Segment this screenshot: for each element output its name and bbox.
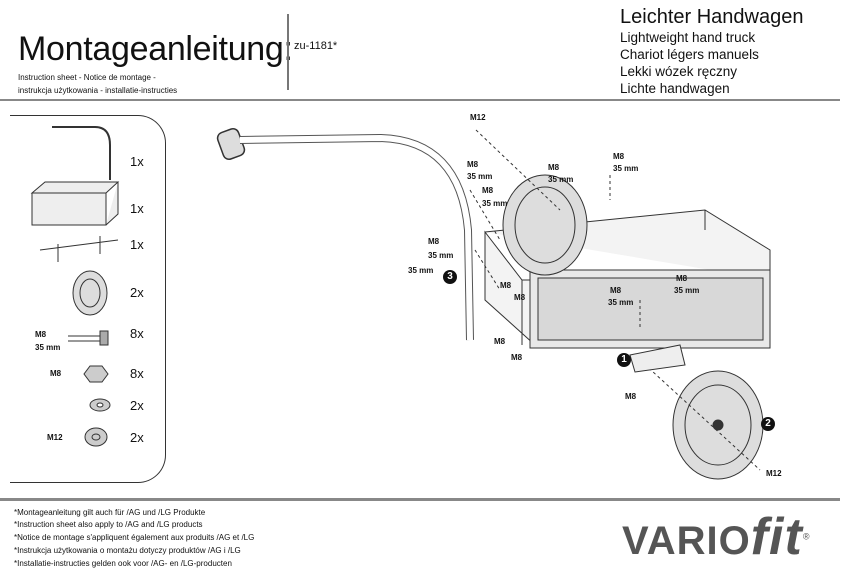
handle-bar-icon — [52, 126, 111, 180]
part-qty: 1x — [130, 201, 144, 216]
label-m8: M8 — [467, 160, 479, 169]
variofit-logo: VARIOfit® — [622, 507, 810, 567]
footer-note: *Instrukcja użytkowania o montażu dotycz… — [14, 546, 241, 555]
front-wheel — [672, 370, 764, 480]
part-label: M8 35 mm — [35, 330, 61, 352]
subtitle-line2: instrukcja użytkowania - installatie-ins… — [18, 86, 178, 95]
bolt-icon — [68, 330, 109, 346]
divider — [287, 14, 289, 90]
label-m8: M8 — [494, 337, 506, 346]
parts-list — [10, 115, 166, 483]
label-35mm: 35 mm — [608, 298, 634, 307]
box-icon — [30, 181, 120, 226]
footer-note: *Installatie-instructies gelden ook voor… — [14, 559, 232, 568]
part-qty: 8x — [130, 366, 144, 381]
cart-box — [484, 209, 771, 349]
subtitle-line1: Instruction sheet - Notice de montage - — [18, 73, 156, 82]
lock-nut-icon — [84, 427, 108, 447]
product-code: zu-1181* — [294, 40, 338, 52]
product-name-en: Lightweight hand truck — [620, 30, 756, 45]
divider — [0, 498, 840, 501]
product-name-pl: Lekki wózek ręczny — [620, 64, 738, 79]
part-qty: 1x — [130, 237, 144, 252]
part-qty: 8x — [130, 326, 144, 341]
part-qty: 2x — [130, 398, 144, 413]
label-35mm: 35 mm — [482, 199, 508, 208]
part-qty: 1x — [130, 154, 144, 169]
step-1-badge: 1 — [617, 353, 631, 367]
label-35mm: 35 mm — [674, 286, 700, 295]
label-m8: M8 — [548, 163, 560, 172]
label-35mm: 35 mm — [428, 251, 454, 260]
divider — [0, 99, 840, 101]
step-3-badge: 3 — [443, 270, 457, 284]
rear-wheel — [502, 174, 588, 276]
part-qty: 2x — [130, 285, 144, 300]
label-35mm: 35 mm — [613, 164, 639, 173]
label-m8: M8 — [676, 274, 688, 283]
footer-note: *Montageanleitung gilt auch für /AG und … — [14, 508, 206, 517]
product-name-nl: Lichte handwagen — [620, 81, 730, 96]
label-35mm: 35 mm — [467, 172, 493, 181]
logo-text: VARIO — [622, 519, 751, 563]
label-m12: M12 — [470, 113, 486, 122]
label-35mm: 35 mm — [408, 266, 434, 275]
label-m8: M8 — [428, 237, 440, 246]
label-m8: M8 — [500, 281, 512, 290]
page-title: Montageanleitung: — [18, 30, 293, 68]
footer-note: *Instruction sheet also apply to /AG and… — [14, 520, 203, 529]
part-label: M12 — [47, 433, 63, 442]
part-qty: 2x — [130, 430, 144, 445]
label-m8: M8 — [511, 353, 523, 362]
logo-text-fit: fit — [750, 508, 803, 566]
product-title: Leichter Handwagen — [620, 6, 804, 28]
label-m8: M8 — [625, 392, 637, 401]
registered-mark: ® — [802, 531, 811, 542]
footer-note: *Notice de montage s'appliquent égalemen… — [14, 533, 255, 542]
nut-icon — [83, 365, 109, 383]
label-m8: M8 — [482, 186, 494, 195]
axle-bracket-icon — [39, 236, 119, 262]
label-m8: M8 — [610, 286, 622, 295]
label-m8: M8 — [514, 293, 526, 302]
label-m12: M12 — [766, 469, 782, 478]
product-name-fr: Chariot légers manuels — [620, 47, 759, 62]
washer-icon — [89, 398, 111, 412]
part-label: M8 — [50, 369, 62, 378]
wheel-icon — [72, 270, 108, 316]
label-35mm: 35 mm — [548, 175, 574, 184]
axle-bracket — [629, 344, 686, 373]
cart-handle — [216, 128, 474, 341]
step-2-badge: 2 — [761, 417, 775, 431]
label-m8: M8 — [613, 152, 625, 161]
